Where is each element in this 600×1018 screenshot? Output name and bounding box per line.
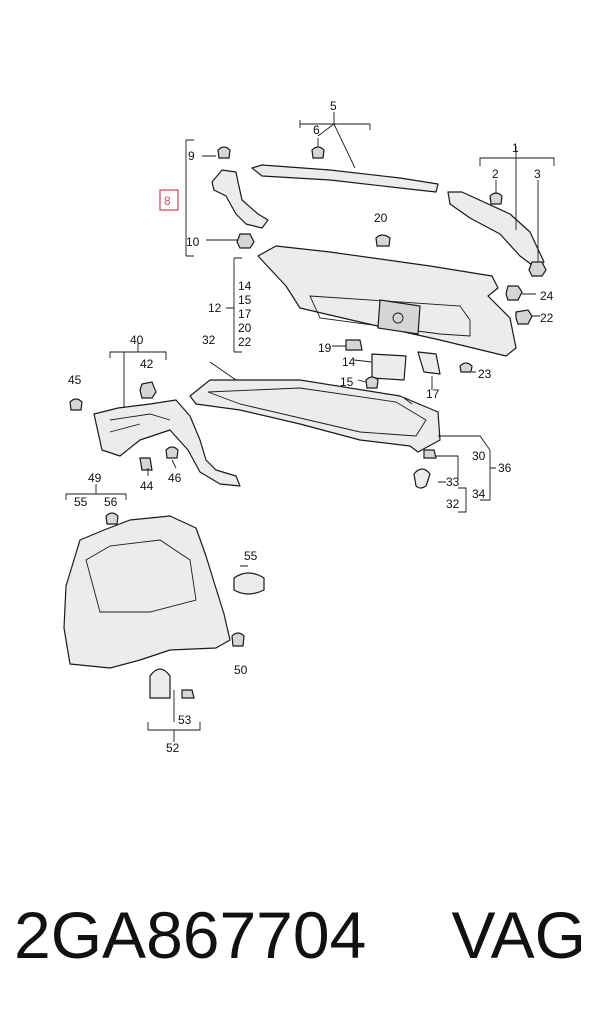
- callout-20: 20: [374, 211, 388, 225]
- right-clips: [505, 285, 540, 325]
- callout-36: 36: [498, 461, 512, 475]
- callout-19: 19: [318, 341, 332, 355]
- callout-34: 34: [472, 487, 486, 501]
- callout-1: 1: [512, 141, 519, 155]
- callout-44: 44: [140, 479, 154, 493]
- callout-17: 17: [426, 387, 440, 401]
- left-side-bracket: [69, 342, 241, 487]
- callout-12-list-15: 15: [238, 293, 252, 307]
- callout-46: 46: [168, 471, 182, 485]
- callout-8-highlight: [159, 189, 179, 211]
- callout-12: 12: [208, 301, 222, 315]
- callout-14: 14: [342, 355, 356, 369]
- callout-12-list-14: 14: [238, 279, 252, 293]
- callout-12-list-17: 17: [238, 307, 252, 321]
- callout-10: 10: [186, 235, 200, 249]
- callout-40: 40: [130, 333, 144, 347]
- callout-45: 45: [68, 373, 82, 387]
- callout-32-shelf: 32: [202, 333, 216, 347]
- callout-12-list-22: 22: [238, 335, 252, 349]
- callout-3: 3: [534, 167, 541, 181]
- callout-49: 49: [88, 471, 102, 485]
- right-pillar-trim: [447, 146, 555, 277]
- parts-exploded-diagram: 5 6 1 2 3 9 8 10 20 14 15 17 20 22 12 24…: [63, 99, 555, 755]
- callout-33: 33: [446, 475, 460, 489]
- callout-2: 2: [492, 167, 499, 181]
- callout-9: 9: [188, 149, 195, 163]
- callout-42: 42: [140, 357, 154, 371]
- callout-23: 23: [478, 367, 492, 381]
- callout-15: 15: [340, 375, 354, 389]
- brand-label: VAG: [451, 898, 586, 972]
- callout-55-upper: 55: [74, 495, 88, 509]
- parcel-shelf: [189, 361, 496, 513]
- callout-50: 50: [234, 663, 248, 677]
- part-number-label: 2GA867704: [14, 898, 367, 972]
- callout-8: 8: [164, 194, 171, 208]
- callout-12-list-20: 20: [238, 321, 252, 335]
- callout-52: 52: [166, 741, 180, 755]
- left-pillar-trim: [185, 139, 269, 257]
- lid-handle-assembly: [332, 339, 476, 390]
- callout-24: 24: [540, 289, 554, 303]
- callout-labels: 5 6 1 2 3 9 8 10 20 14 15 17 20 22 12 24…: [68, 99, 554, 755]
- callout-5: 5: [330, 99, 337, 113]
- callout-30: 30: [472, 449, 486, 463]
- lower-side-trim-panel: [63, 484, 265, 742]
- callout-53: 53: [178, 713, 192, 727]
- callout-6: 6: [313, 123, 320, 137]
- callout-22: 22: [540, 311, 554, 325]
- rear-lid-trim-panel: [226, 234, 517, 357]
- upper-trim-strip: [251, 112, 439, 193]
- callout-56: 56: [104, 495, 118, 509]
- callout-55-lower: 55: [244, 549, 258, 563]
- callout-32-lower: 32: [446, 497, 460, 511]
